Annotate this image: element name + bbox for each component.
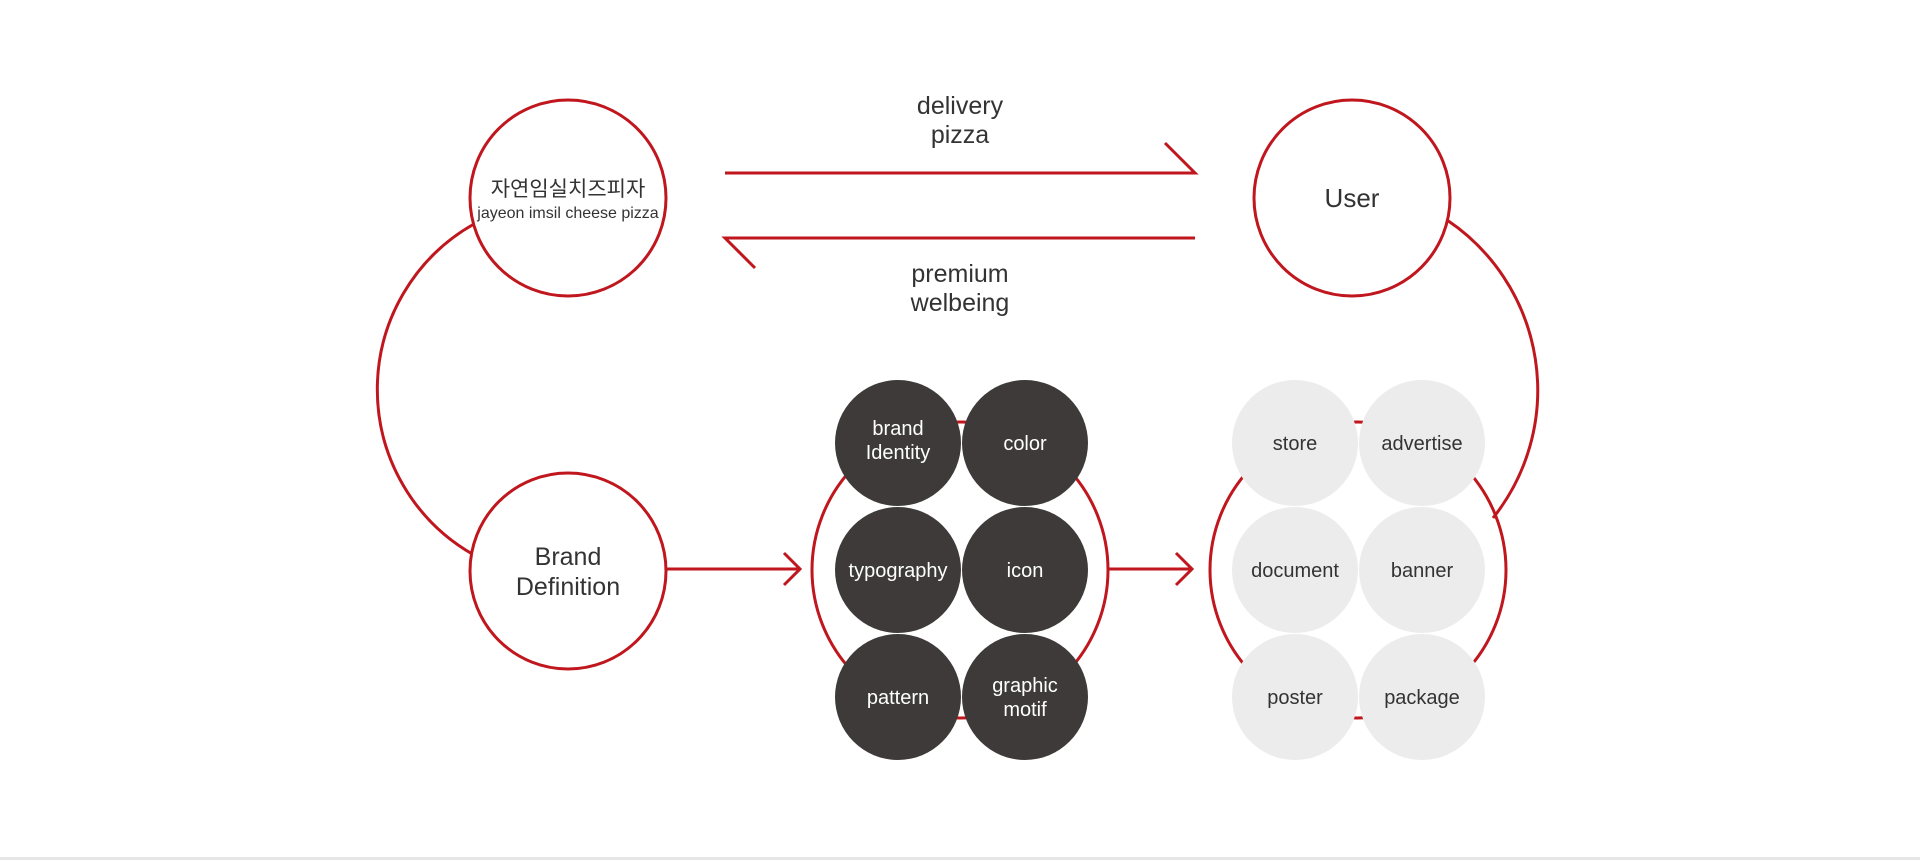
identity-element-label: Identity — [866, 442, 930, 464]
application-item: banner — [1359, 507, 1485, 633]
application-label: document — [1251, 560, 1339, 582]
application-item: store — [1232, 380, 1358, 506]
identity-element-label: icon — [1007, 560, 1044, 582]
identity-element: pattern — [835, 634, 961, 760]
flow-label-to-user: pizza — [931, 121, 989, 149]
identity-element: graphic motif — [962, 634, 1088, 760]
application-item: package — [1359, 634, 1485, 760]
user-label: User — [1325, 183, 1380, 213]
flow-label-to-user: delivery — [917, 92, 1004, 120]
application-item: document — [1232, 507, 1358, 633]
application-label: advertise — [1381, 433, 1462, 455]
arrow-definition-to-identity — [667, 551, 803, 587]
identity-element: typography — [835, 507, 961, 633]
application-label: poster — [1267, 687, 1323, 709]
arrow-identity-to-applications — [1108, 551, 1195, 587]
application-item: poster — [1232, 634, 1358, 760]
identity-element-label: typography — [849, 560, 948, 582]
arrow-to-brand — [721, 236, 1195, 270]
identity-element: color — [962, 380, 1088, 506]
application-cluster-ring — [1208, 420, 1508, 720]
identity-element: brand Identity — [835, 380, 961, 506]
identity-element-label: brand — [872, 418, 923, 440]
brand-definition-node — [468, 471, 668, 671]
arrow-to-user — [725, 141, 1199, 175]
application-item: advertise — [1359, 380, 1485, 506]
left-loop-arc — [375, 222, 475, 557]
flow-label-to-brand: premium — [911, 260, 1008, 288]
user-node — [1252, 98, 1452, 298]
application-label: banner — [1391, 560, 1454, 582]
brand-definition-label: Definition — [516, 573, 620, 601]
flow-label-to-brand: welbeing — [910, 289, 1010, 317]
bottom-divider — [0, 857, 1920, 860]
identity-element-label: pattern — [867, 687, 929, 709]
identity-element-label: color — [1003, 433, 1047, 455]
brand-definition-label: Brand — [535, 543, 602, 571]
application-label: package — [1384, 687, 1460, 709]
identity-element-label: motif — [1003, 699, 1047, 721]
identity-element-label: graphic — [992, 675, 1058, 697]
identity-element: icon — [962, 507, 1088, 633]
brand-korean-name: 자연임실치즈피자 — [491, 177, 646, 201]
brand-node — [468, 98, 668, 298]
application-label: store — [1273, 433, 1317, 455]
brand-english-name: jayeon imsil cheese pizza — [476, 205, 659, 222]
right-loop-arc — [1446, 218, 1540, 519]
